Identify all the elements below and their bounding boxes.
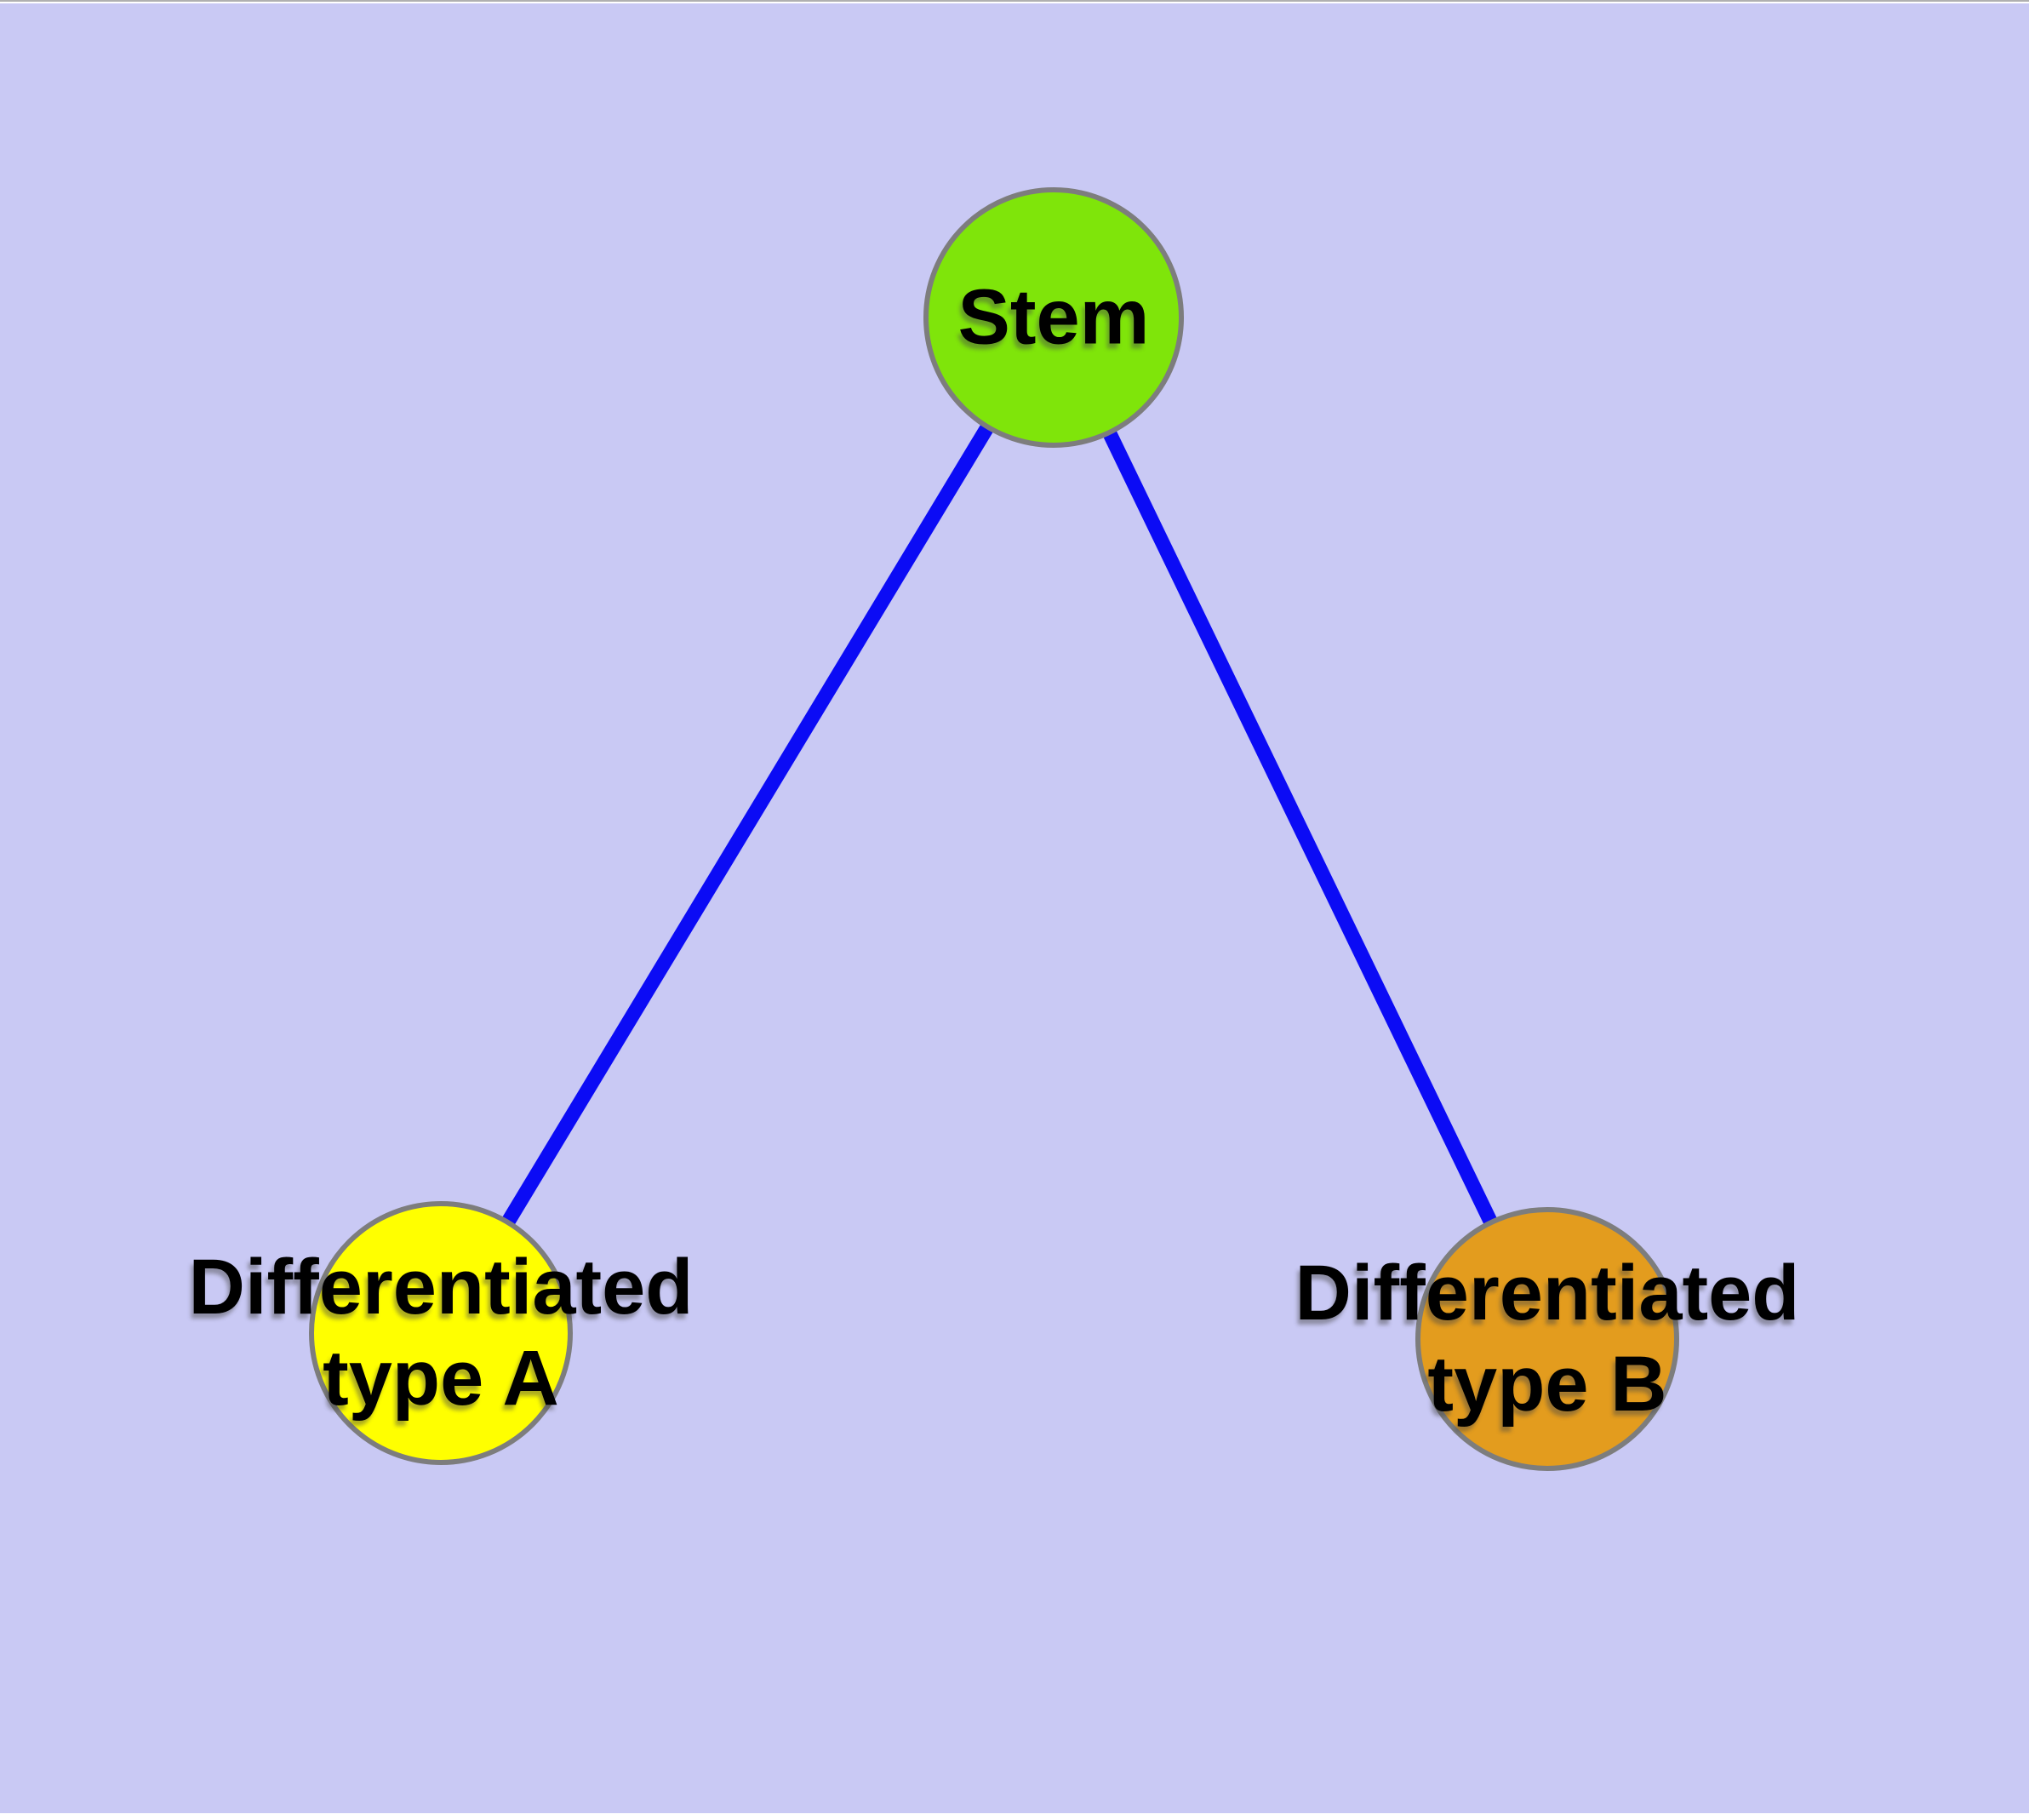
node-stem: [923, 187, 1184, 448]
top-border-line: [0, 0, 2029, 2]
edge-stem-to-type-b: [1047, 314, 1554, 1342]
node-differentiated-type-a: [309, 1201, 573, 1465]
node-differentiated-type-b: [1415, 1207, 1679, 1471]
edge-stem-to-type-a: [434, 313, 1060, 1337]
